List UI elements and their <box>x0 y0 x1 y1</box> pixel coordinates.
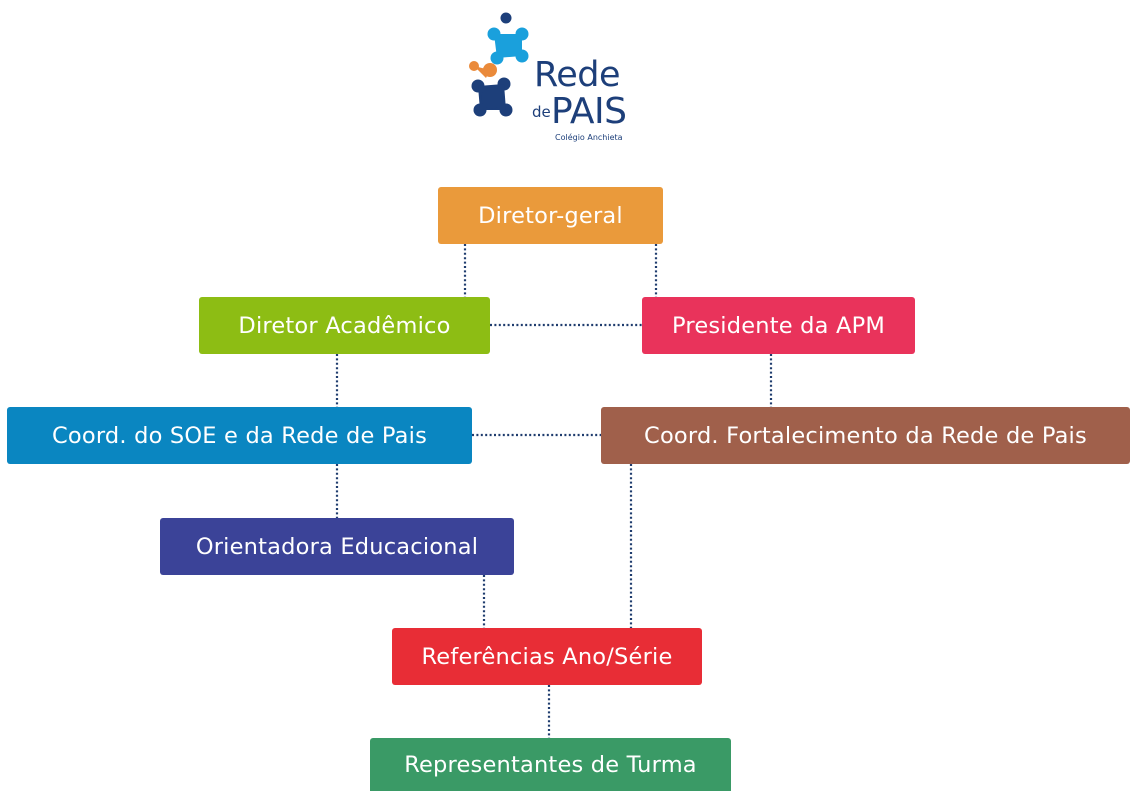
node-label: Referências Ano/Série <box>421 643 673 670</box>
node-coord-soe: Coord. do SOE e da Rede de Pais <box>7 407 472 464</box>
node-representantes-de-turma: Representantes de Turma <box>370 738 731 791</box>
node-label: Coord. Fortalecimento da Rede de Pais <box>644 422 1087 449</box>
node-label: Diretor-geral <box>478 202 623 229</box>
logo-text-de: de <box>532 103 551 121</box>
node-label: Presidente da APM <box>672 312 885 339</box>
node-presidente-apm: Presidente da APM <box>642 297 915 354</box>
node-label: Diretor Acadêmico <box>238 312 451 339</box>
node-coord-fortalecimento: Coord. Fortalecimento da Rede de Pais <box>601 407 1130 464</box>
node-orientadora-educacional: Orientadora Educacional <box>160 518 514 575</box>
node-diretor-geral: Diretor-geral <box>438 187 663 244</box>
node-label: Coord. do SOE e da Rede de Pais <box>52 422 427 449</box>
node-referencias-ano-serie: Referências Ano/Série <box>392 628 702 685</box>
node-diretor-academico: Diretor Acadêmico <box>199 297 490 354</box>
rede-de-pais-logo: Rede de PAIS Colégio Anchieta <box>462 6 652 148</box>
logo-text-rede: Rede <box>534 55 621 95</box>
logo-subtitle: Colégio Anchieta <box>555 133 623 142</box>
node-label: Orientadora Educacional <box>195 533 479 560</box>
node-label: Representantes de Turma <box>404 751 697 778</box>
logo-puzzle-figures-icon <box>469 12 529 117</box>
logo-text-pais: PAIS <box>551 91 627 132</box>
